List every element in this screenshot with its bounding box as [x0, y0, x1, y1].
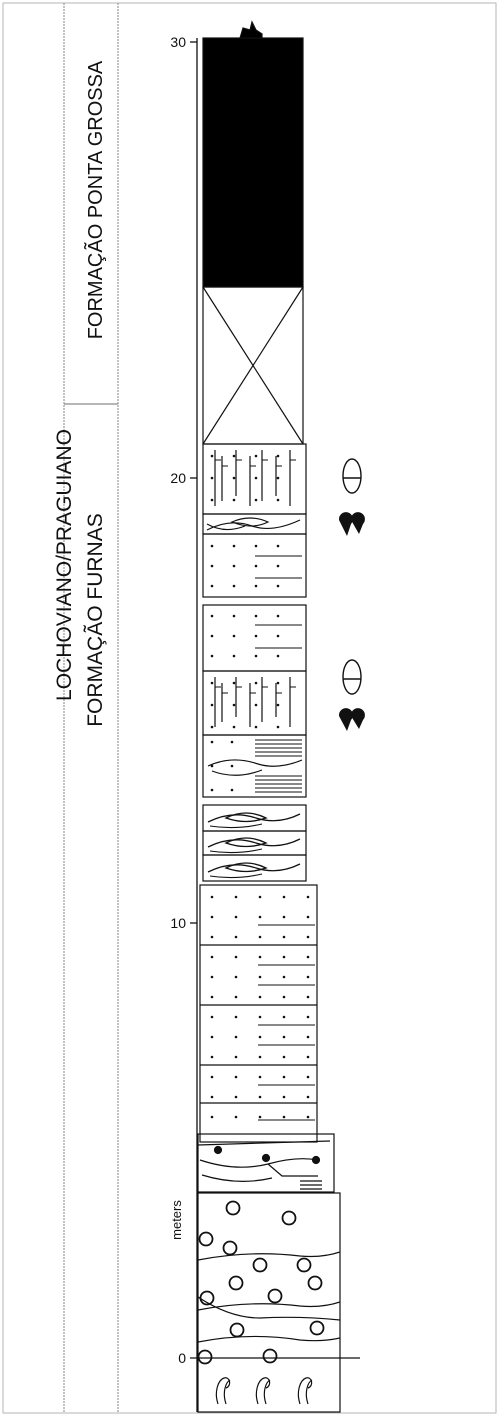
- tick-label-0: 0: [178, 1350, 186, 1366]
- tick-label-30: 30: [170, 34, 186, 50]
- hummocky-layer-upper: [202, 513, 307, 535]
- fossil-symbol-lower: [342, 659, 362, 695]
- medium-sandstone: [199, 884, 318, 1143]
- scale-unit-label: meters: [169, 1200, 184, 1240]
- cross-bedded-sandstone: [197, 1133, 335, 1193]
- tick-label-20: 20: [170, 470, 186, 486]
- fossil-symbol-upper: [342, 458, 362, 494]
- bioturbated-sandstone-lower: [202, 670, 307, 736]
- scale-axis: 30 20 10 0 meters: [169, 34, 360, 1412]
- lithologic-column: [197, 20, 341, 1413]
- trace-symbol-upper: [338, 512, 365, 536]
- basal-deformation-structures: [215, 1377, 313, 1405]
- hummocky-sandstone: [202, 804, 307, 882]
- age-column-label: LOCHOVIANO/PRAGUIANO: [53, 429, 76, 701]
- conglomerate: [197, 1192, 341, 1413]
- laminated-sandstone: [202, 734, 307, 798]
- bioturbated-sandstone-upper: [202, 443, 307, 515]
- formation-upper-label: FORMAÇÃO PONTA GROSSA: [85, 60, 107, 340]
- trace-symbol-lower: [338, 708, 365, 731]
- shale-unit: [202, 20, 304, 288]
- formation-lower-label: FORMAÇÃO FURNAS: [84, 513, 107, 727]
- tick-label-10: 10: [170, 915, 186, 931]
- covered-interval: [202, 286, 304, 445]
- fine-sandstone-upper: [202, 533, 307, 672]
